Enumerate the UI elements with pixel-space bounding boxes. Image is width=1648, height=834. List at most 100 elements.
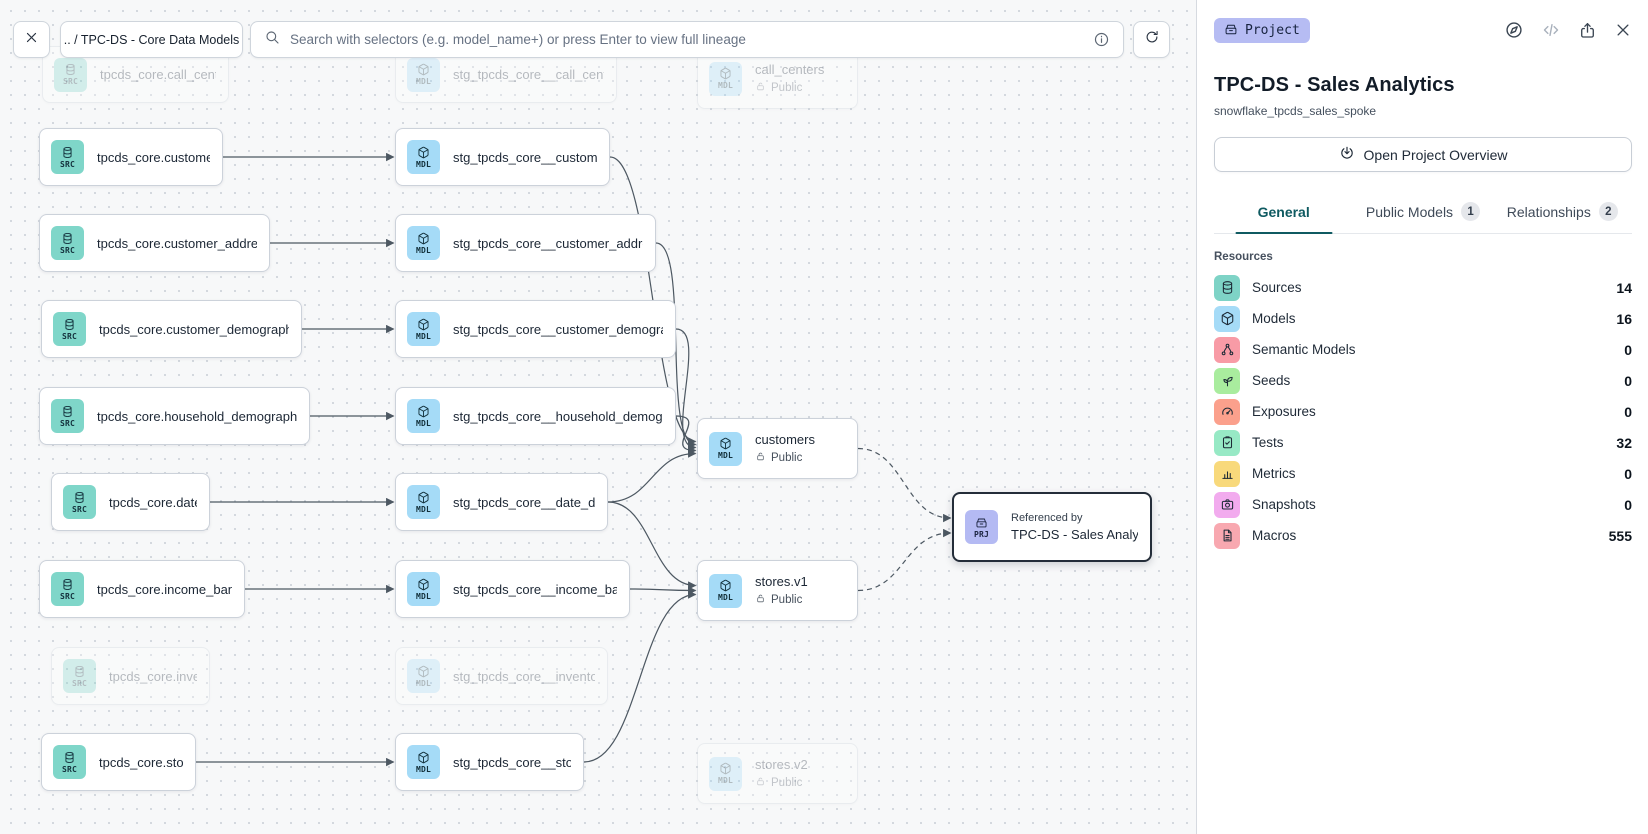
resource-label: Metrics [1252, 466, 1296, 481]
resource-count: 32 [1616, 434, 1632, 451]
resource-row-exposures[interactable]: Exposures 0 [1214, 396, 1632, 427]
resource-count: 0 [1624, 496, 1632, 513]
breadcrumb-label: .. / TPC-DS - Core Data Models [63, 32, 240, 47]
node-label: stg_tpcds_core__household_demogr… [453, 408, 663, 424]
project-detail-panel: Project TPC-DS - Sales Analytics snowfla… [1196, 0, 1648, 834]
node-label: tpcds_core.customer [97, 149, 210, 165]
database-icon [1214, 274, 1240, 301]
project-subtitle: snowflake_tpcds_sales_spoke [1214, 104, 1377, 118]
node-label: tpcds_core.call_center [100, 67, 216, 82]
resource-row-semantic-models[interactable]: Semantic Models 0 [1214, 334, 1632, 365]
refresh-icon [1144, 29, 1160, 50]
node-label: tpcds_core.inventory [109, 668, 197, 684]
resource-count: 0 [1624, 465, 1632, 482]
archive-icon: PRJ [965, 510, 998, 544]
search-icon [264, 29, 280, 50]
page-title: TPC-DS - Sales Analytics [1214, 74, 1455, 96]
search-bar[interactable] [250, 21, 1124, 58]
lineage-canvas[interactable]: SRCtpcds_core.call_centerMDLstg_tpcds_co… [0, 0, 1196, 834]
database-icon: SRC [63, 659, 96, 693]
node-access: Public [755, 776, 808, 790]
tab-general[interactable]: General [1214, 193, 1353, 233]
lineage-edge [857, 447, 952, 523]
open-project-overview-button[interactable]: Open Project Overview [1214, 137, 1632, 172]
node-label: stg_tpcds_core__call_center [453, 67, 604, 82]
lineage-node-stg_customer_demographics[interactable]: MDL stg_tpcds_core__customer_demogra… [395, 300, 676, 358]
node-access: Public [755, 451, 815, 465]
close-panel-icon[interactable] [1614, 21, 1632, 39]
cube-icon: MDL [407, 140, 440, 174]
info-icon[interactable] [1093, 31, 1110, 48]
resource-label: Seeds [1252, 373, 1291, 388]
panel-tabs: General Public Models 1 Relationships 2 [1214, 193, 1632, 234]
close-lineage-button[interactable] [13, 21, 50, 58]
tab-public-models[interactable]: Public Models 1 [1353, 193, 1492, 233]
node-label: tpcds_core.income_band [97, 581, 232, 597]
node-label: stg_tpcds_core__customer [453, 149, 597, 165]
code-icon[interactable] [1541, 20, 1561, 40]
tab-count-badge: 2 [1598, 202, 1618, 221]
resource-label: Models [1252, 311, 1296, 326]
cube-icon: MDL [709, 61, 742, 96]
tab-relationships[interactable]: Relationships 2 [1493, 193, 1632, 233]
node-label: stores.v2 [755, 757, 808, 772]
cube-icon: MDL [709, 573, 742, 608]
breadcrumb[interactable]: .. / TPC-DS - Core Data Models [60, 21, 243, 58]
refresh-button[interactable] [1133, 21, 1170, 58]
node-label: customers [755, 432, 815, 447]
resource-row-metrics[interactable]: Metrics 0 [1214, 458, 1632, 489]
resource-label: Tests [1252, 435, 1284, 450]
database-icon: SRC [63, 485, 96, 519]
lineage-edge [857, 528, 952, 592]
node-label: stg_tpcds_core__inventory [453, 668, 595, 684]
node-label: stg_tpcds_core__customer_demogra… [453, 321, 663, 337]
cube-icon: MDL [407, 572, 440, 606]
cube-icon [1214, 305, 1240, 332]
resource-count: 0 [1624, 372, 1632, 389]
lineage-node-src_inventory[interactable]: SRC tpcds_core.inventory [51, 647, 210, 705]
resource-label: Exposures [1252, 404, 1316, 419]
resource-count: 0 [1624, 403, 1632, 420]
search-input[interactable] [290, 32, 1083, 47]
node-pretitle: Referenced by [1011, 512, 1083, 524]
share-icon[interactable] [1578, 21, 1597, 40]
open-overview-icon [1339, 145, 1355, 164]
resource-row-tests[interactable]: Tests 32 [1214, 427, 1632, 458]
cube-icon: MDL [407, 745, 440, 779]
tab-count-badge: 1 [1461, 202, 1481, 221]
project-type-label: Project [1245, 23, 1300, 38]
cube-icon: MDL [407, 226, 440, 260]
lineage-node-stg_customer[interactable]: MDL stg_tpcds_core__customer [395, 128, 610, 186]
lineage-node-stg_household_demographics[interactable]: MDL stg_tpcds_core__household_demogr… [395, 387, 676, 445]
explore-compass-icon[interactable] [1504, 20, 1524, 40]
resource-label: Semantic Models [1252, 342, 1356, 357]
lineage-edge [607, 449, 697, 503]
cube-icon: MDL [407, 312, 440, 346]
resource-count: 0 [1624, 341, 1632, 358]
cube-icon: MDL [407, 399, 440, 433]
resource-row-seeds[interactable]: Seeds 0 [1214, 365, 1632, 396]
chart-icon [1214, 460, 1240, 487]
database-icon: SRC [53, 745, 86, 779]
